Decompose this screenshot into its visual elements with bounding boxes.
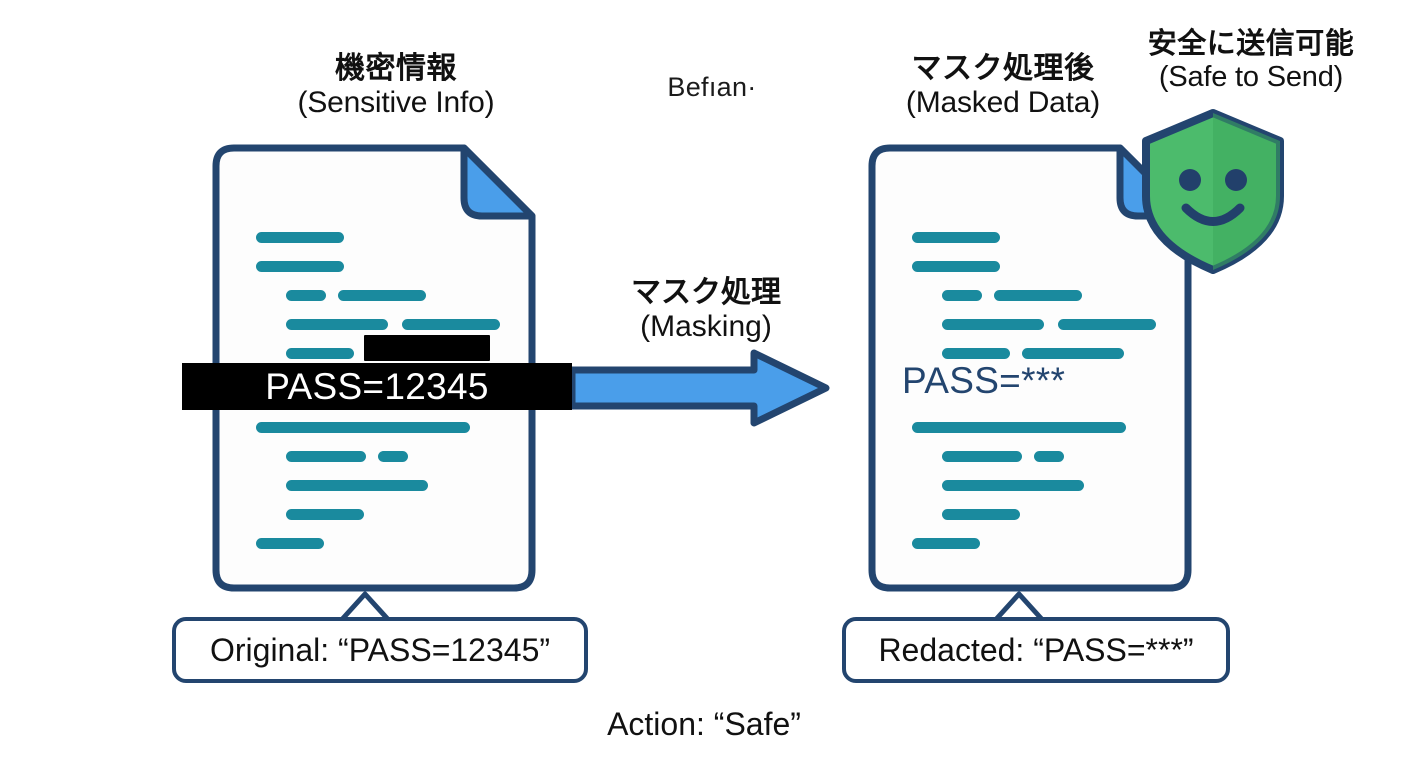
document-text-line [1034,451,1064,462]
document-text-line [286,290,326,301]
masking-label-en: (Masking) [640,309,772,343]
redacted-value-text: Redacted: “PASS=***” [878,631,1194,668]
original-value-callout: Original: “PASS=12345” [172,617,588,683]
redacted-password-text: PASS=12345 [265,365,489,407]
document-text-line [912,261,1000,272]
redaction-bar: PASS=12345 [182,363,572,410]
document-text-line [338,290,426,301]
document-text-line [286,480,428,491]
right-document-heading: マスク処理後 (Masked Data) [858,52,1148,120]
document-text-line [402,319,500,330]
document-text-line [378,451,408,462]
document-text-line [286,509,364,520]
right-heading-en: (Masked Data) [905,86,1101,120]
inline-redaction-box [364,335,490,361]
left-heading-jp: 機密情報 [335,52,457,85]
right-heading-jp: マスク処理後 [911,52,1095,85]
masked-document [868,144,1192,592]
document-text-line [912,422,1126,433]
document-text-line [256,261,344,272]
left-document-heading: 機密情報 (Sensitive Info) [196,52,596,120]
document-text-line [256,422,470,433]
document-text-line [942,451,1022,462]
document-text-line [912,538,980,549]
document-text-line [942,509,1020,520]
action-status-text: Action: “Safe” [607,706,801,742]
original-value-text: Original: “PASS=12345” [209,631,551,668]
document-text-line [1058,319,1156,330]
document-text-line [286,451,366,462]
document-text-lines [868,144,1192,592]
redacted-value-callout: Redacted: “PASS=***” [842,617,1230,683]
masked-password-text: PASS=*** [902,360,1066,401]
brand-label: Befıan· [667,72,757,102]
document-text-line [942,480,1084,491]
document-text-line [942,348,1010,359]
document-text-line [1022,348,1124,359]
document-text-line [256,232,344,243]
document-text-line [994,290,1082,301]
document-text-line [942,290,982,301]
document-text-lines [212,144,536,592]
safe-heading-jp: 安全に送信可能 [1147,28,1355,60]
right-arrow-icon [568,349,830,427]
safe-to-send-heading: 安全に送信可能 (Safe to Send) [1112,28,1390,94]
masking-arrow-label: マスク処理 (Masking) [588,276,824,344]
document-text-line [942,319,1044,330]
masking-label-jp: マスク処理 [631,276,781,309]
document-text-line [912,232,1000,243]
document-text-line [256,538,324,549]
left-heading-en: (Sensitive Info) [297,86,495,120]
shield-smiley-icon [1142,109,1284,274]
safe-heading-en: (Safe to Send) [1158,61,1344,94]
document-text-line [286,348,354,359]
document-text-line [286,319,388,330]
